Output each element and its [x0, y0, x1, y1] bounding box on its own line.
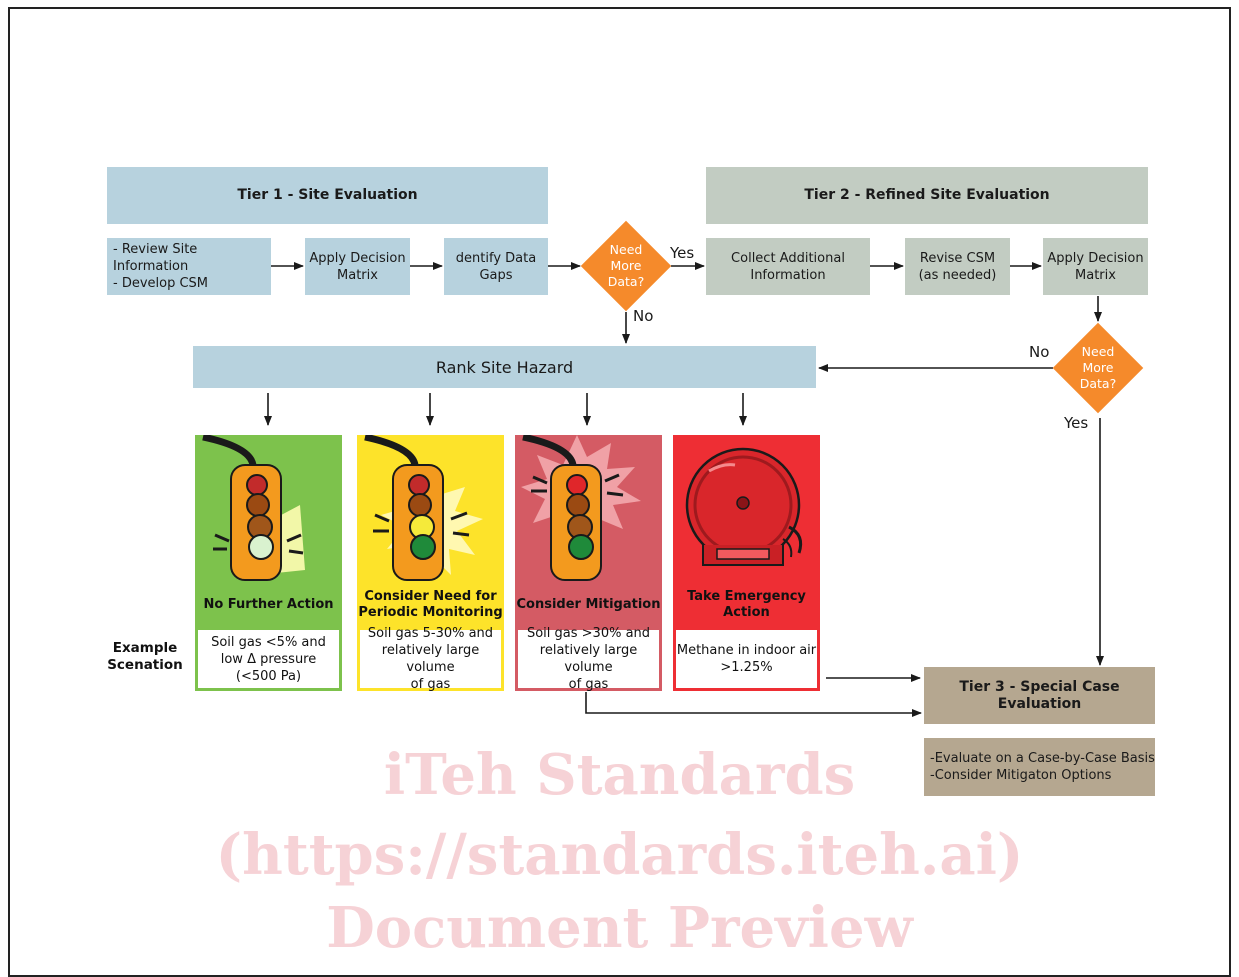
- watermark-line-2: (https://standards.iteh.ai): [215, 822, 1024, 888]
- traffic-light-icon: [364, 435, 483, 581]
- tier2-step-apply-matrix: Apply Decision Matrix: [1043, 238, 1148, 295]
- panel4-scenario: Methane in indoor air >1.25%: [676, 630, 817, 688]
- decision2-no-label: No: [1029, 343, 1050, 361]
- watermark-line-3: Document Preview: [326, 895, 913, 961]
- panel2-scenario: Soil gas 5-30% and relatively large volu…: [360, 626, 501, 692]
- tier2-header: Tier 2 - Refined Site Evaluation: [706, 167, 1148, 224]
- panel-periodic-monitoring: Consider Need for Periodic Monitoring So…: [357, 435, 504, 692]
- panel-consider-mitigation: Consider Mitigation Soil gas >30% and re…: [515, 435, 662, 692]
- tier2-step-collect-info: Collect Additional Information: [706, 238, 870, 295]
- tier1-header: Tier 1 - Site Evaluation: [107, 167, 548, 224]
- traffic-light-icon: [202, 435, 305, 581]
- decision2-yes-label: Yes: [1064, 414, 1089, 432]
- alarm-bell-icon: [685, 447, 803, 566]
- panel1-scenario: Soil gas <5% and low Δ pressure (<500 Pa…: [198, 630, 339, 688]
- panel3-scenario: Soil gas >30% and relatively large volum…: [518, 626, 659, 692]
- decision1-yes-label: Yes: [670, 244, 695, 262]
- decision-need-more-data-2: Need More Data?: [1052, 322, 1144, 414]
- panel4-title: Take Emergency Action: [687, 589, 806, 620]
- decision-need-more-data-1: Need More Data?: [580, 220, 672, 312]
- decision1-no-label: No: [633, 307, 654, 325]
- decision2-text: Need More Data?: [1079, 344, 1117, 391]
- watermark-line-1: iTeh Standards: [383, 742, 856, 808]
- traffic-light-icon: [521, 435, 641, 581]
- panel3-title: Consider Mitigation: [516, 597, 661, 612]
- panel2-title: Consider Need for Periodic Monitoring: [358, 589, 503, 620]
- tier3-notes: -Evaluate on a Case-by-Case Basis -Consi…: [924, 738, 1155, 796]
- tier1-step-apply-matrix: Apply Decision Matrix: [305, 238, 410, 295]
- tier2-step-revise-csm: Revise CSM (as needed): [905, 238, 1010, 295]
- panel-emergency-action: Take Emergency Action Methane in indoor …: [673, 435, 820, 691]
- example-scenario-label: Example Scenation: [107, 640, 183, 673]
- panel-no-further-action: No Further Action Soil gas <5% and low Δ…: [195, 435, 342, 691]
- tier1-step-review-site: - Review Site Information - Develop CSM: [107, 238, 271, 295]
- tier1-step-identify-gaps: dentify Data Gaps: [444, 238, 548, 295]
- tier3-header: Tier 3 - Special Case Evaluation: [924, 667, 1155, 724]
- decision1-text: Need More Data?: [607, 242, 645, 289]
- panel1-title: No Further Action: [203, 597, 334, 612]
- rank-site-hazard-box: Rank Site Hazard: [193, 346, 816, 388]
